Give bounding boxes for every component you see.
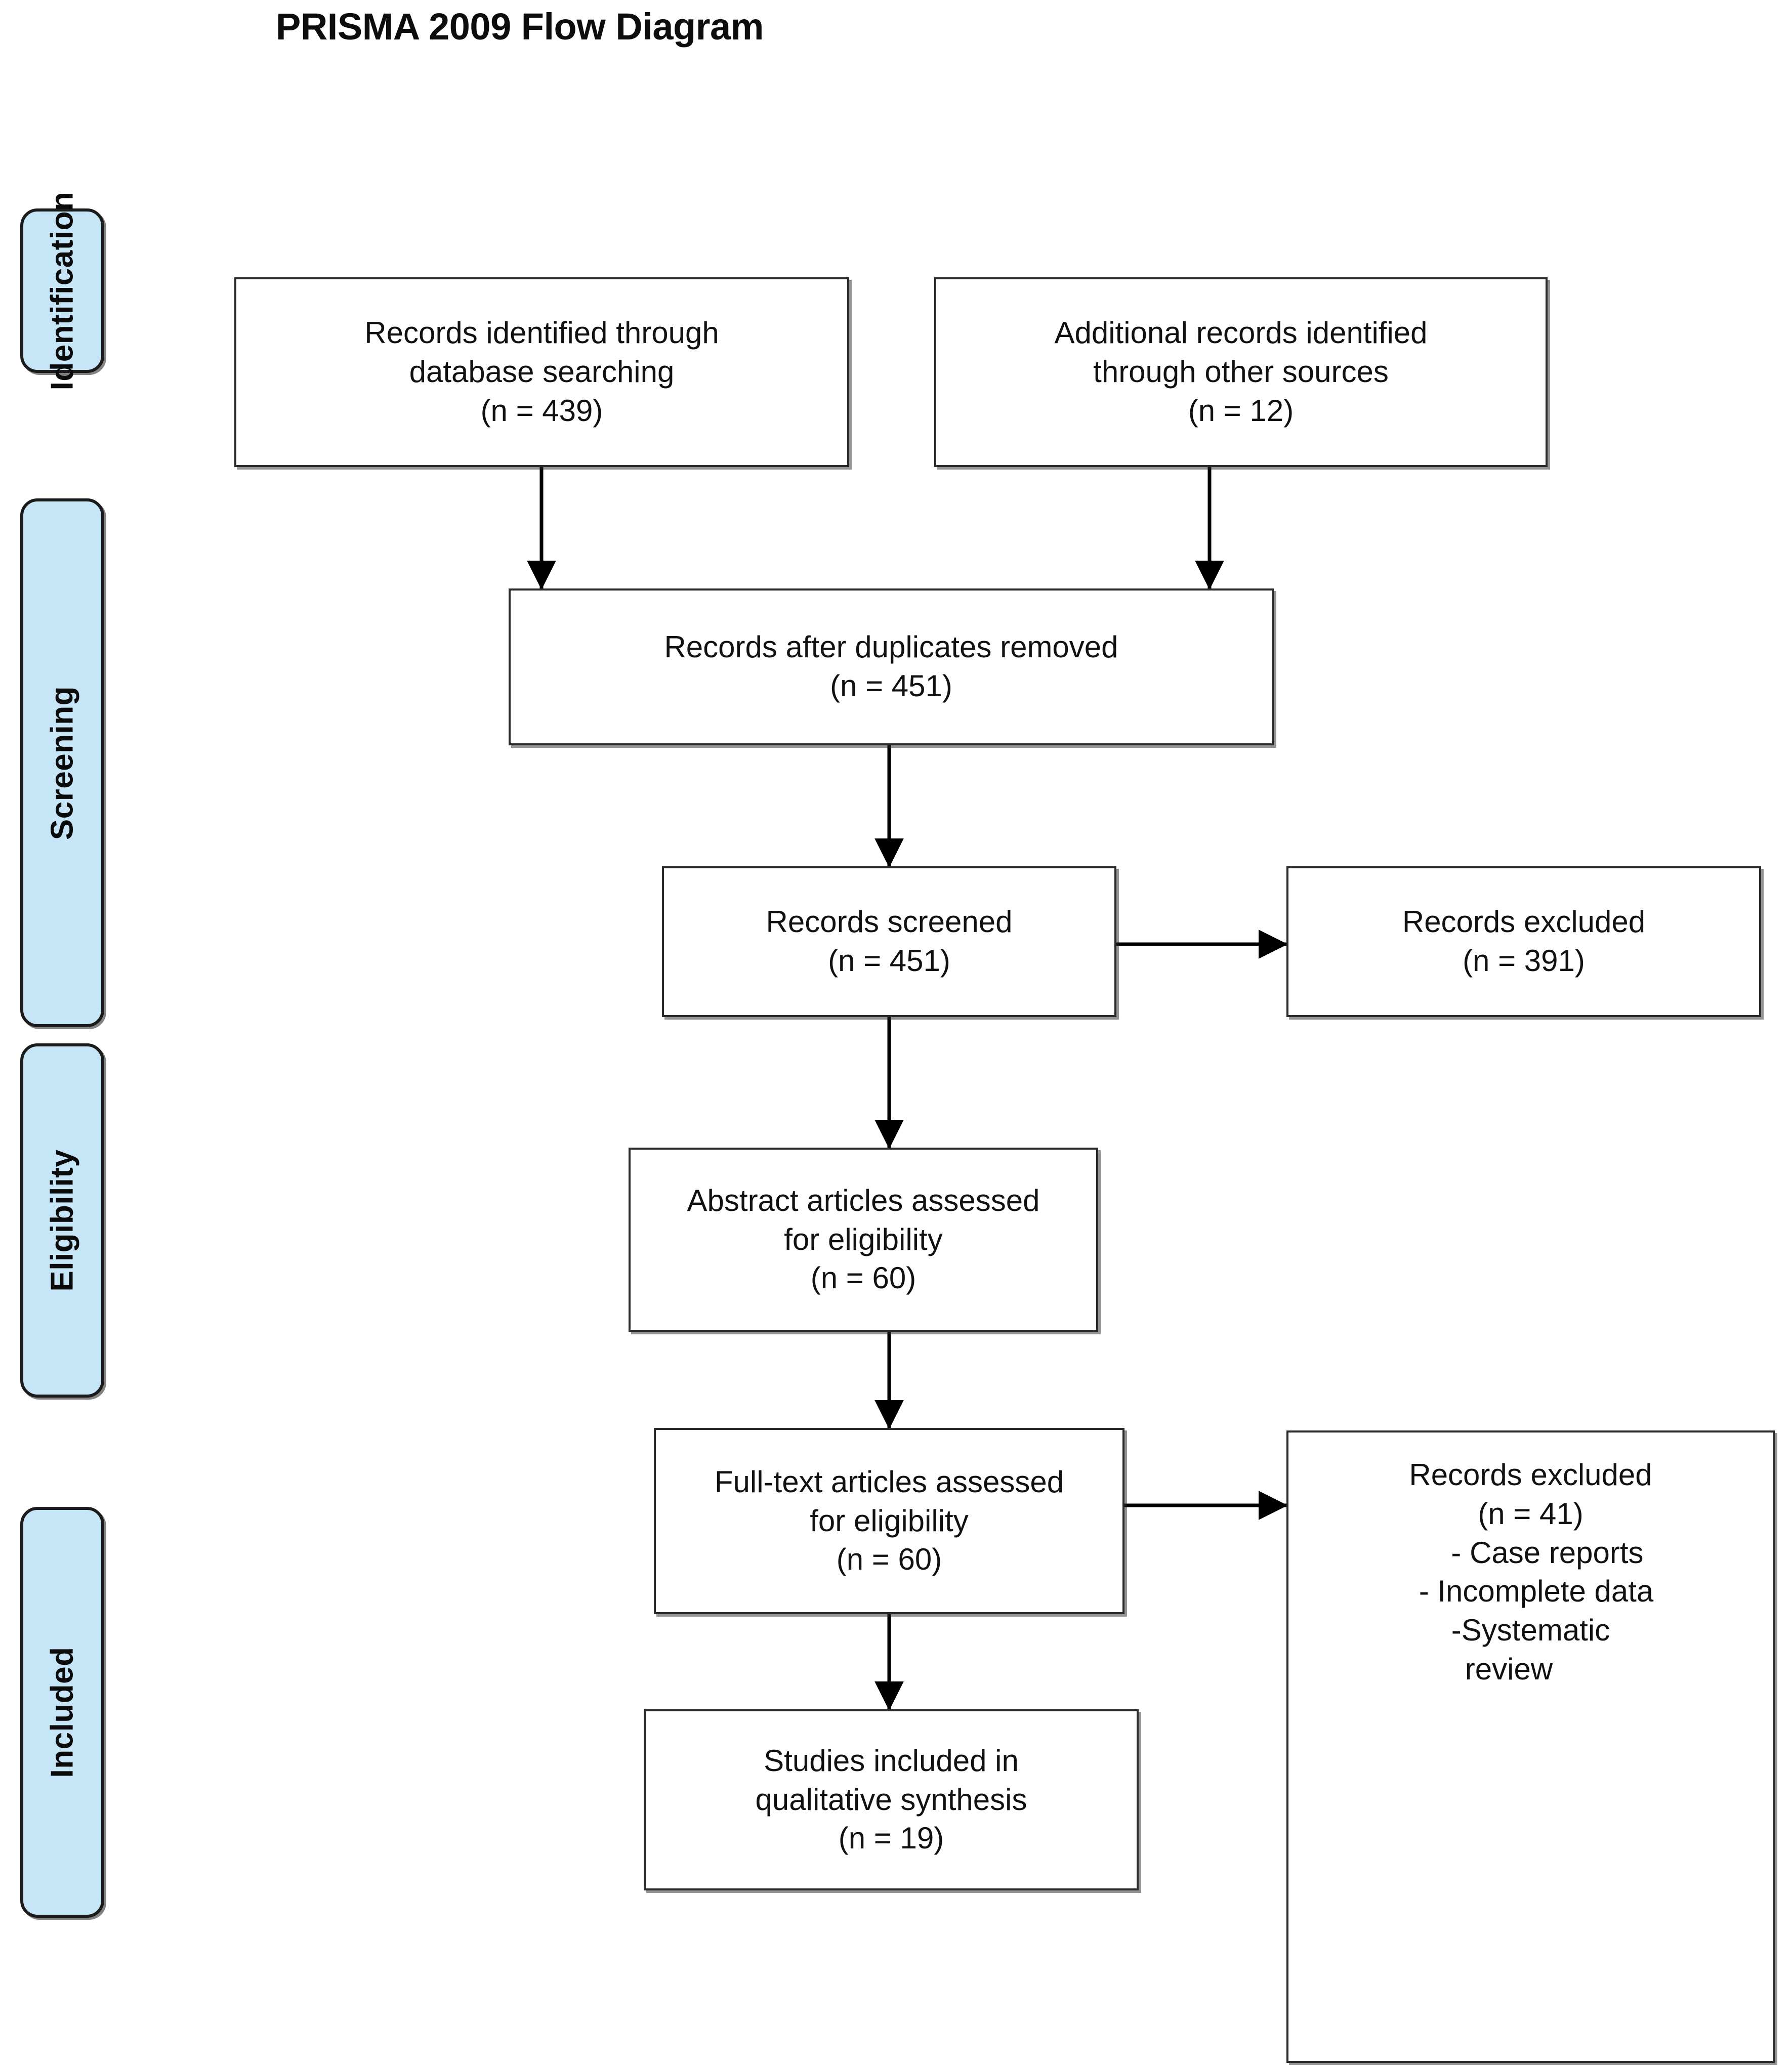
box-records-after-duplicates-removed[interactable]: Records after duplicates removed (n = 45… bbox=[509, 588, 1274, 745]
box-exclusion-reason: - Case reports bbox=[1451, 1535, 1644, 1570]
page-title: PRISMA 2009 Flow Diagram bbox=[276, 6, 764, 48]
box-line: (n = 12) bbox=[1188, 393, 1294, 428]
box-line: Full-text articles assessed bbox=[714, 1464, 1064, 1499]
box-records-identified-database-text: Records identified through database sear… bbox=[236, 314, 847, 430]
stage-tab-screening[interactable]: Screening bbox=[20, 498, 104, 1027]
box-line: Records excluded bbox=[1402, 905, 1646, 939]
box-line: Records after duplicates removed bbox=[664, 630, 1118, 664]
box-line: through other sources bbox=[1093, 355, 1389, 389]
box-records-identified-database[interactable]: Records identified through database sear… bbox=[234, 277, 849, 467]
box-line: for eligibility bbox=[810, 1503, 969, 1538]
box-line: Records excluded bbox=[1409, 1458, 1652, 1492]
box-records-excluded-screening-text: Records excluded (n = 391) bbox=[1288, 903, 1759, 981]
box-studies-included-qualitative[interactable]: Studies included in qualitative synthesi… bbox=[644, 1709, 1139, 1890]
box-line: (n = 19) bbox=[838, 1821, 944, 1856]
box-records-screened[interactable]: Records screened (n = 451) bbox=[662, 866, 1116, 1017]
box-line: database searching bbox=[409, 355, 675, 389]
box-additional-records-other-sources[interactable]: Additional records identified through ot… bbox=[934, 277, 1548, 467]
box-records-excluded-screening[interactable]: Records excluded (n = 391) bbox=[1286, 866, 1761, 1017]
box-line: (n = 60) bbox=[810, 1261, 916, 1295]
stage-tab-included-label: Included bbox=[45, 1647, 80, 1778]
box-exclusion-reason: -Systematic bbox=[1451, 1613, 1610, 1648]
box-studies-included-qualitative-text: Studies included in qualitative synthesi… bbox=[646, 1742, 1137, 1858]
stage-tab-screening-label: Screening bbox=[45, 686, 80, 840]
box-line: qualitative synthesis bbox=[755, 1782, 1027, 1817]
box-line: Records screened bbox=[766, 905, 1013, 939]
stage-tab-included[interactable]: Included bbox=[20, 1507, 104, 1918]
stage-tab-identification[interactable]: Identification bbox=[20, 191, 104, 390]
box-line: (n = 439) bbox=[480, 393, 603, 428]
stage-tab-eligibility-label: Eligibility bbox=[45, 1149, 80, 1292]
stage-tab-eligibility[interactable]: Eligibility bbox=[20, 1043, 104, 1398]
box-records-excluded-eligibility[interactable]: Records excluded (n = 41) - Case reports… bbox=[1286, 1430, 1775, 2063]
box-line: (n = 451) bbox=[830, 669, 952, 703]
box-fulltext-articles-assessed-text: Full-text articles assessed for eligibil… bbox=[656, 1463, 1122, 1579]
box-abstract-articles-assessed-text: Abstract articles assessed for eligibili… bbox=[631, 1182, 1096, 1298]
box-fulltext-articles-assessed[interactable]: Full-text articles assessed for eligibil… bbox=[654, 1428, 1124, 1614]
box-line: (n = 41) bbox=[1478, 1496, 1583, 1531]
box-line: Abstract articles assessed bbox=[687, 1183, 1040, 1217]
box-line: Additional records identified bbox=[1054, 316, 1428, 350]
box-line: Records identified through bbox=[364, 316, 719, 350]
box-line: (n = 451) bbox=[828, 944, 950, 978]
stage-tab-identification-label: Identification bbox=[45, 191, 80, 390]
box-line: for eligibility bbox=[784, 1222, 943, 1256]
box-exclusion-reason: review bbox=[1465, 1652, 1553, 1686]
box-line: (n = 60) bbox=[836, 1542, 942, 1577]
box-records-after-duplicates-removed-text: Records after duplicates removed (n = 45… bbox=[511, 628, 1272, 706]
box-records-excluded-eligibility-text: Records excluded (n = 41) - Case reports… bbox=[1288, 1432, 1773, 1689]
box-line: (n = 391) bbox=[1463, 944, 1585, 978]
box-records-screened-text: Records screened (n = 451) bbox=[664, 903, 1114, 981]
box-exclusion-reason: - Incomplete data bbox=[1419, 1574, 1654, 1609]
box-additional-records-other-sources-text: Additional records identified through ot… bbox=[936, 314, 1546, 430]
box-line: Studies included in bbox=[764, 1743, 1019, 1778]
box-abstract-articles-assessed[interactable]: Abstract articles assessed for eligibili… bbox=[629, 1148, 1098, 1332]
